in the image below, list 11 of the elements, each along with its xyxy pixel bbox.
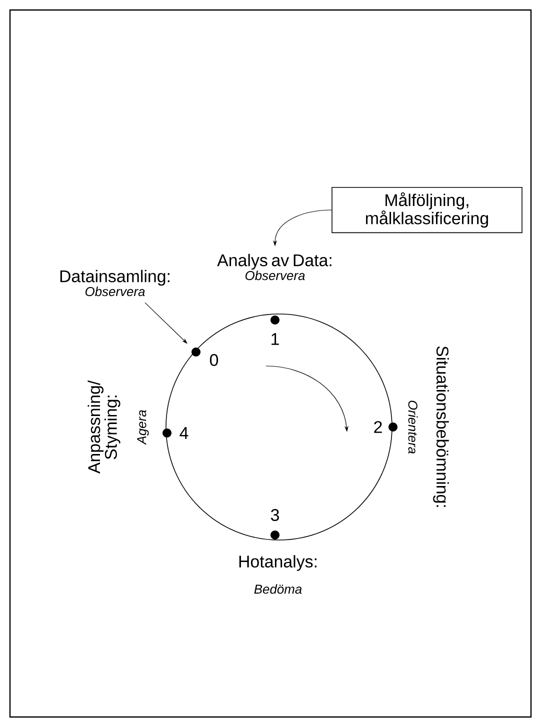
point-number: 0 — [210, 354, 218, 366]
stage-verb: Orientera — [408, 400, 418, 454]
stage-label: Datainsamling: Observera — [60, 270, 170, 296]
stage-label: Anpassning/ Styming: — [88, 380, 120, 474]
process-box: Målföljning, målklassificering — [332, 186, 522, 234]
point-number: 2 — [374, 421, 382, 433]
point-number: 4 — [180, 427, 188, 439]
stage-verb: Bedöma — [254, 584, 302, 594]
point-number: 1 — [272, 333, 279, 345]
stage-label: Analys av Data: Observera — [217, 254, 332, 280]
point-number: 3 — [270, 509, 279, 521]
